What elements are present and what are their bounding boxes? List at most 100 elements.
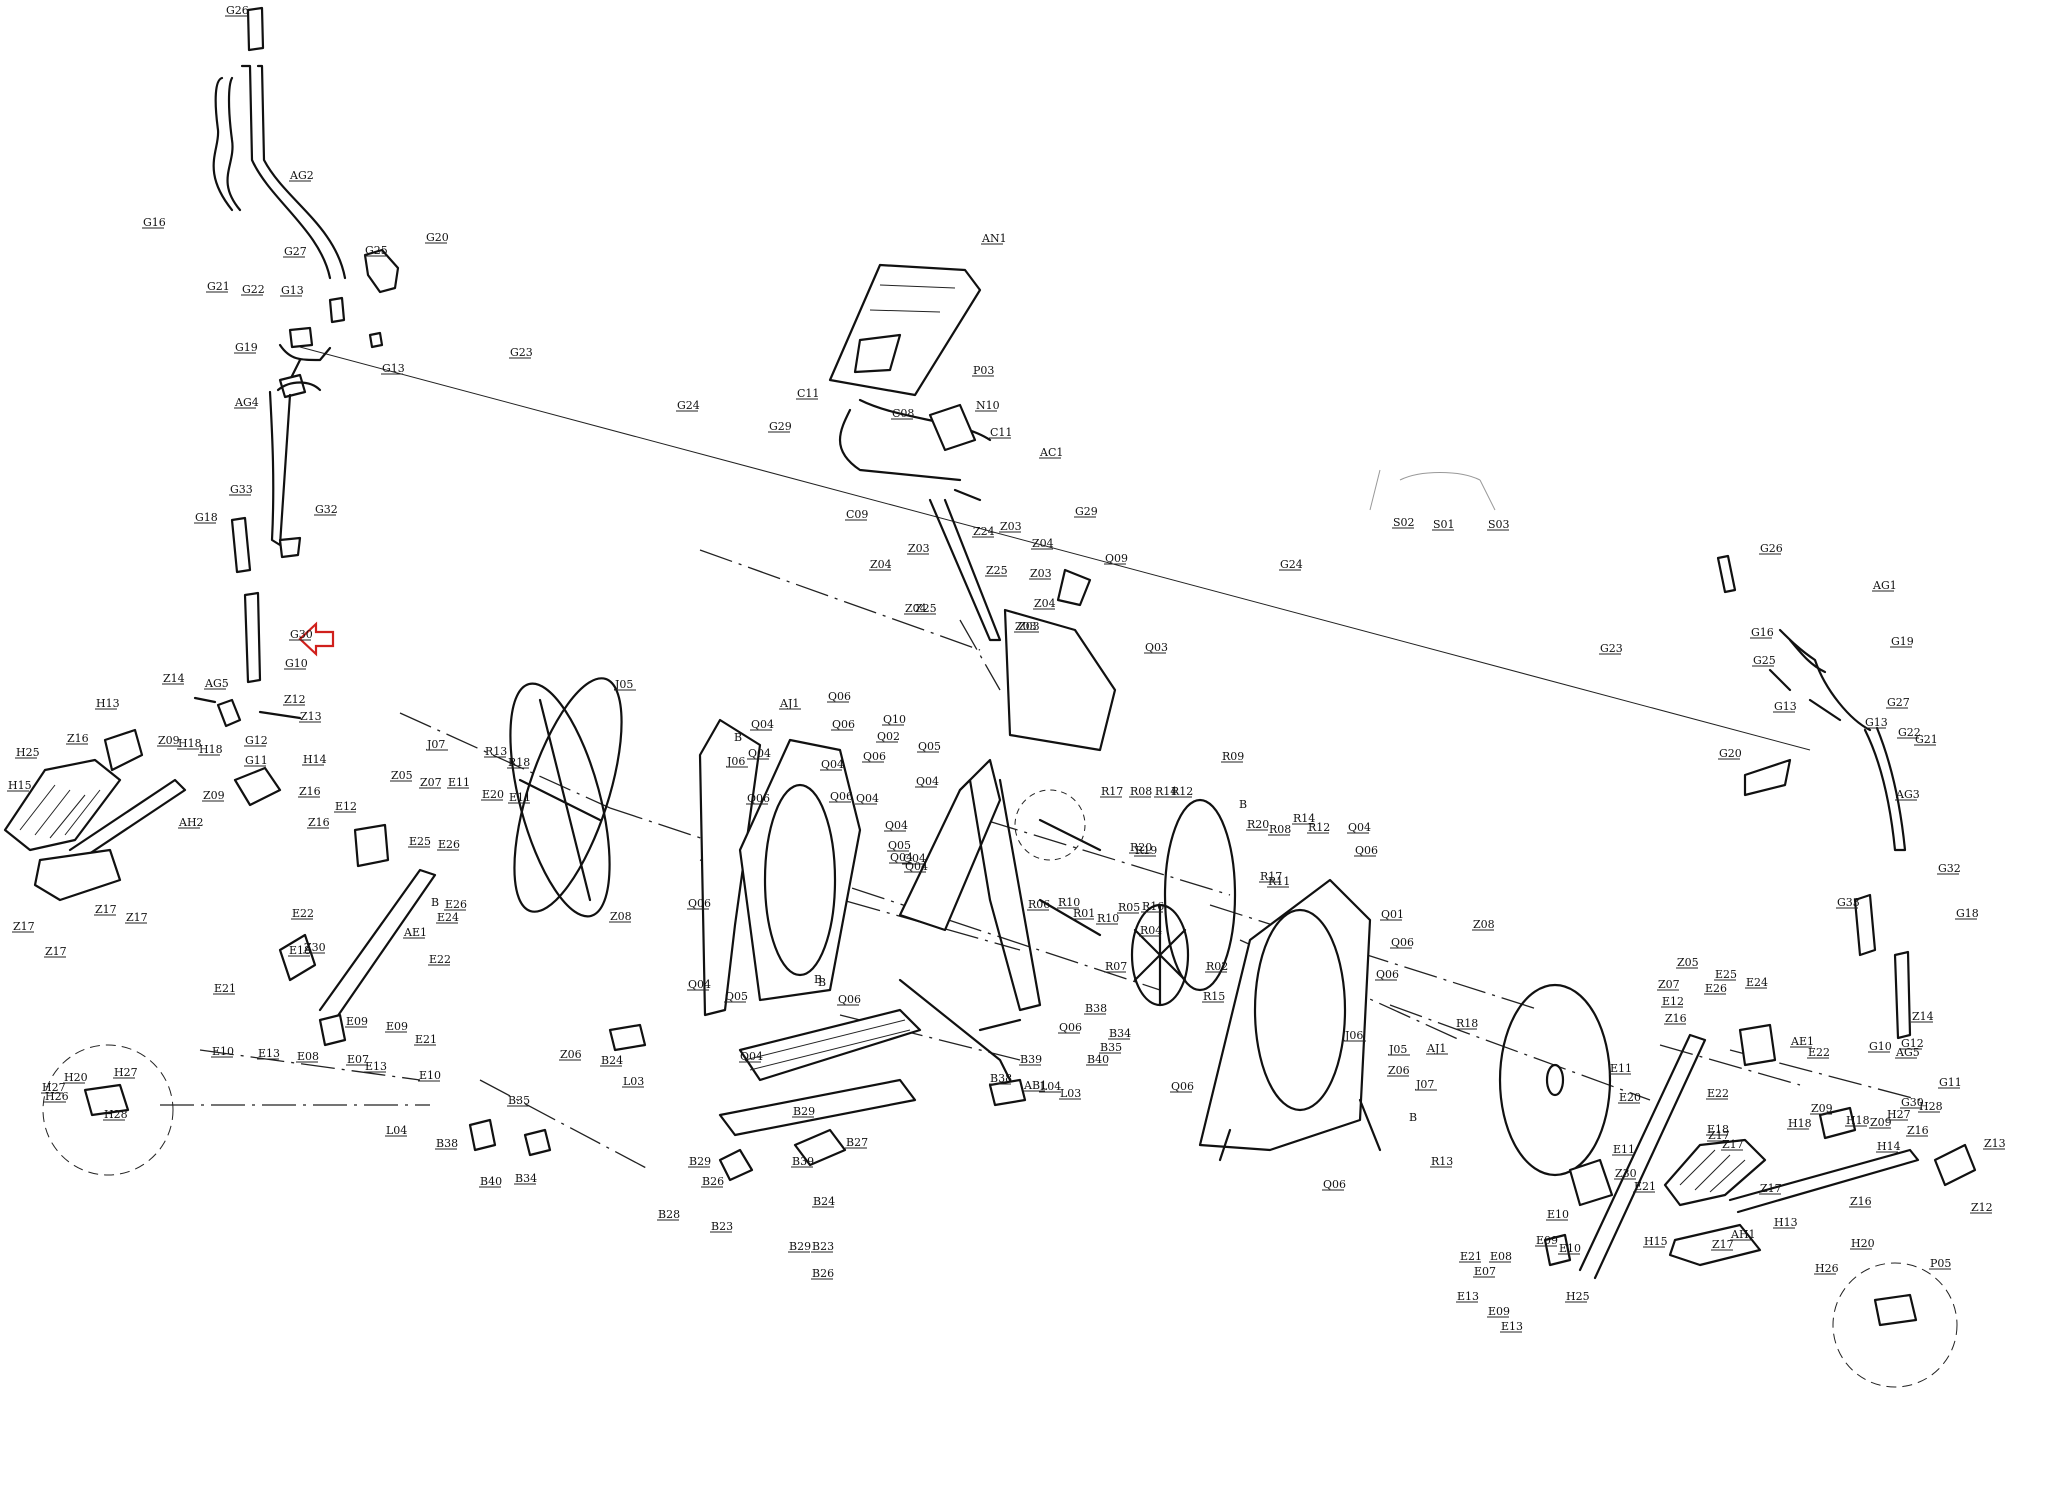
callout-marker-b: B <box>1409 1111 1417 1124</box>
part-label-an1: AN1 <box>981 232 1007 245</box>
part-label-q04: Q04 <box>856 792 879 805</box>
part-label-h14: H14 <box>1877 1140 1901 1153</box>
part-label-z07: Z07 <box>1658 978 1680 991</box>
part-label-z09: Z09 <box>1870 1116 1892 1129</box>
right-pedal-assembly <box>1663 1106 1977 1267</box>
part-label-z04: Z04 <box>1034 597 1056 610</box>
center-lines <box>160 346 1921 1171</box>
part-label-h26: H26 <box>1815 1262 1839 1275</box>
part-label-z17: Z17 <box>13 920 35 933</box>
part-label-h26: H26 <box>45 1090 69 1103</box>
part-label-h20: H20 <box>64 1071 88 1084</box>
part-label-r02: R02 <box>1206 960 1228 973</box>
right-shroud <box>1198 878 1382 1162</box>
part-label-e26: E26 <box>438 838 460 851</box>
part-label-j05: J05 <box>1388 1043 1407 1056</box>
part-label-q04: Q04 <box>903 852 926 865</box>
part-label-g32: G32 <box>315 503 338 516</box>
part-label-r11: R11 <box>1268 875 1290 888</box>
part-label-g22: G22 <box>1898 726 1921 739</box>
part-label-e09: E09 <box>386 1020 408 1033</box>
part-label-z14: Z14 <box>163 672 185 685</box>
part-label-z04: Z04 <box>1032 537 1054 550</box>
part-label-e25: E25 <box>409 835 431 848</box>
part-label-h20: H20 <box>1851 1237 1875 1250</box>
part-label-ae1: AE1 <box>1790 1035 1814 1048</box>
part-label-c08: C08 <box>892 407 914 420</box>
part-label-e07: E07 <box>1474 1265 1496 1278</box>
part-label-g21: G21 <box>1915 733 1938 746</box>
part-label-h28: H28 <box>104 1108 128 1121</box>
part-label-g33: G33 <box>230 483 253 496</box>
part-label-q04: Q04 <box>916 775 939 788</box>
part-label-r05: R05 <box>1118 901 1140 914</box>
part-label-ag3: AG3 <box>1895 788 1920 801</box>
part-label-z05: Z05 <box>391 769 413 782</box>
part-label-e10: E10 <box>419 1069 441 1082</box>
part-label-z13: Z13 <box>1984 1137 2006 1150</box>
part-label-g13: G13 <box>382 362 405 375</box>
part-label-e25: E25 <box>1715 968 1737 981</box>
left-handlebar-assembly <box>193 6 400 728</box>
part-label-b29: B29 <box>793 1105 815 1118</box>
part-label-b27: B27 <box>846 1136 868 1149</box>
part-label-r08: R08 <box>1269 823 1291 836</box>
part-label-r14: R14 <box>1293 812 1315 825</box>
part-label-q04: Q04 <box>821 758 844 771</box>
part-label-r15: R15 <box>1203 990 1225 1003</box>
part-label-e11: E11 <box>1610 1062 1632 1075</box>
part-label-e18: E18 <box>289 944 311 957</box>
part-label-g18: G18 <box>195 511 218 524</box>
part-label-g26: G26 <box>226 4 249 17</box>
part-label-l04: L04 <box>1040 1080 1061 1093</box>
part-label-ab1: AB1 <box>1023 1079 1047 1092</box>
part-label-g30: G30 <box>290 628 313 641</box>
part-label-r04: R04 <box>1140 924 1162 937</box>
part-label-aj1: AJ1 <box>779 697 799 710</box>
part-label-g25: G25 <box>1753 654 1776 667</box>
part-label-z17: Z17 <box>126 911 148 924</box>
part-label-h18: H18 <box>1788 1117 1812 1130</box>
part-label-z25: Z25 <box>915 602 937 615</box>
part-label-g24: G24 <box>1280 558 1303 571</box>
callout-marker-b: B <box>818 976 826 989</box>
part-label-z17: Z17 <box>95 903 117 916</box>
part-label-z16: Z16 <box>308 816 330 829</box>
part-label-z03: Z03 <box>1000 520 1022 533</box>
part-label-q06: Q06 <box>1059 1021 1082 1034</box>
part-label-c09: C09 <box>846 508 868 521</box>
part-label-z17: Z17 <box>1760 1182 1782 1195</box>
part-label-z16: Z16 <box>67 732 89 745</box>
right-handlebar-assembly <box>1716 554 1912 1040</box>
part-label-b34: B34 <box>515 1172 537 1185</box>
part-label-q05: Q05 <box>888 839 911 852</box>
part-label-b38: B38 <box>990 1072 1012 1085</box>
part-label-g29: G29 <box>1075 505 1098 518</box>
part-label-r12: R12 <box>1308 821 1330 834</box>
part-label-g23: G23 <box>510 346 533 359</box>
part-label-r12: R12 <box>1171 785 1193 798</box>
part-label-z08: Z08 <box>610 910 632 923</box>
part-label-h18: H18 <box>1846 1114 1870 1127</box>
part-label-r18: R18 <box>1456 1017 1478 1030</box>
part-label-g23: G23 <box>1600 642 1623 655</box>
part-label-q10: Q10 <box>883 713 906 726</box>
part-label-r09: R09 <box>1222 750 1244 763</box>
part-label-z17: Z17 <box>1722 1138 1744 1151</box>
part-label-g19: G19 <box>1891 635 1914 648</box>
part-label-z16: Z16 <box>1907 1124 1929 1137</box>
part-label-r06: R06 <box>1028 898 1050 911</box>
part-label-g18: G18 <box>1956 907 1979 920</box>
part-label-e08: E08 <box>297 1050 319 1063</box>
part-label-g20: G20 <box>426 231 449 244</box>
part-label-z04: Z04 <box>870 558 892 571</box>
part-label-q06: Q06 <box>863 750 886 763</box>
part-label-r16: R16 <box>1142 900 1164 913</box>
part-label-b23: B23 <box>711 1220 733 1233</box>
part-label-b34: B34 <box>1109 1027 1131 1040</box>
part-label-h13: H13 <box>96 697 120 710</box>
part-label-b35: B35 <box>1100 1041 1122 1054</box>
part-label-z06: Z06 <box>560 1048 582 1061</box>
part-label-e08: E08 <box>1490 1250 1512 1263</box>
part-label-z03: Z03 <box>908 542 930 555</box>
